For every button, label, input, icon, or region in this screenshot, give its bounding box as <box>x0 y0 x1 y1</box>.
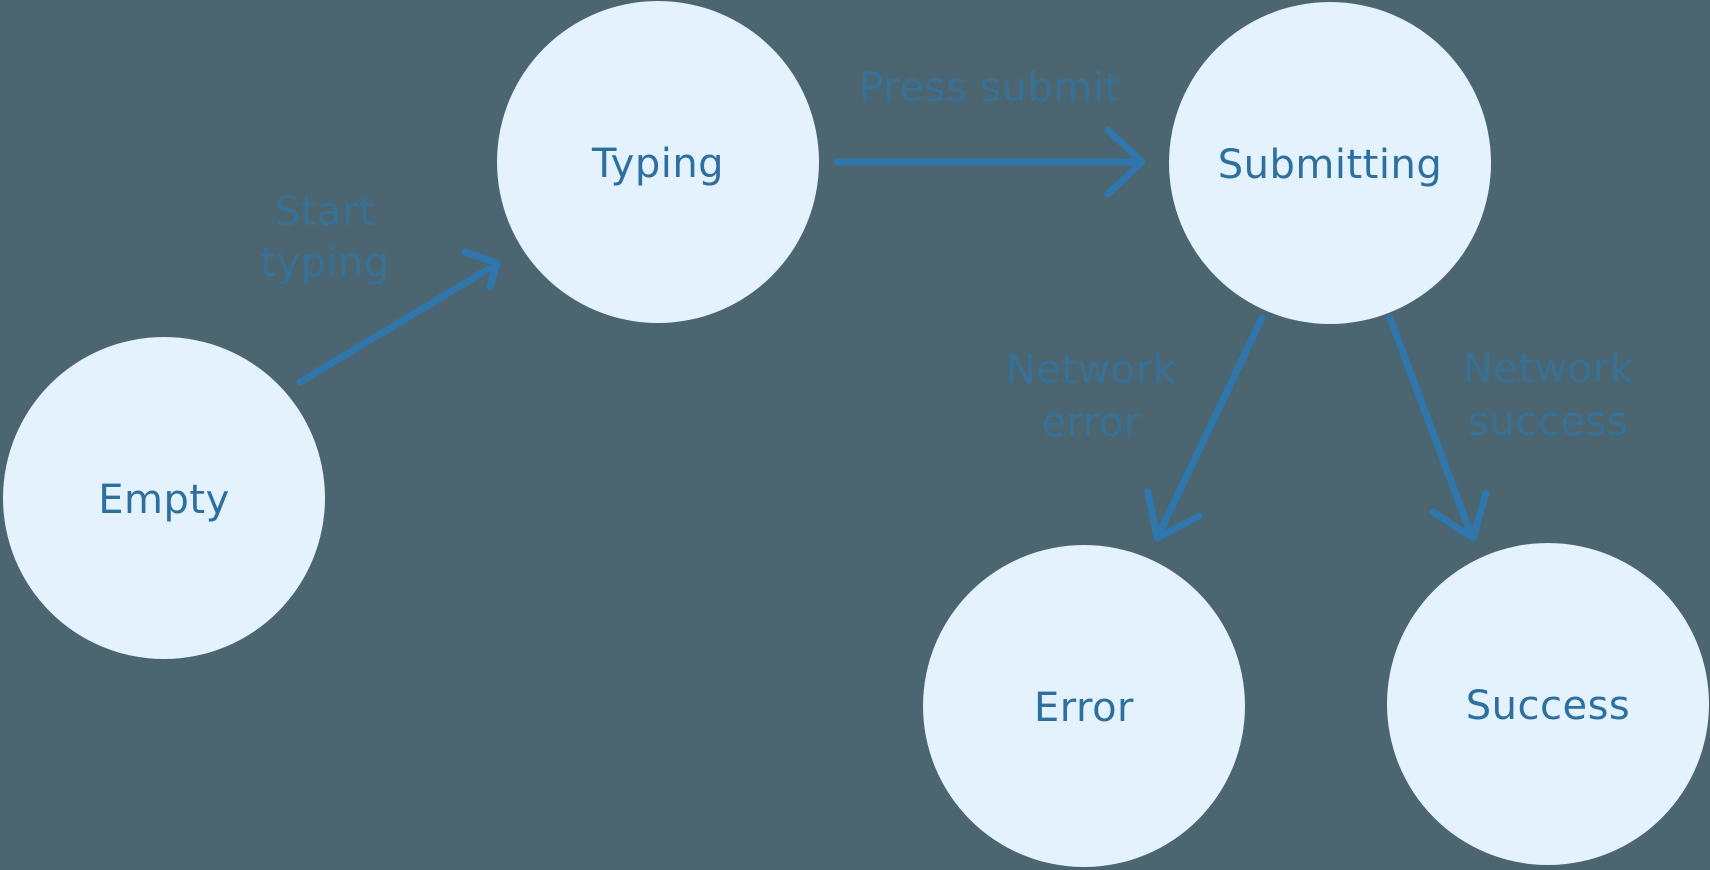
transition-label-network-success-line1: Network <box>1463 346 1634 392</box>
state-circle-error <box>923 545 1245 867</box>
state-circle-empty <box>3 337 325 659</box>
state-node-success: Success <box>1387 543 1709 865</box>
arrow-head-icon <box>461 248 501 291</box>
transition-submitting-to-error: Network error <box>1006 314 1266 542</box>
transition-empty-to-typing: Start typing <box>260 189 501 386</box>
arrow-shaft-network-success <box>1386 314 1474 536</box>
state-node-empty: Empty <box>3 337 325 659</box>
transition-submitting-to-success: Network success <box>1386 314 1634 542</box>
transition-label-start-typing-line2: typing <box>260 240 390 286</box>
transition-label-press-submit: Press submit <box>859 65 1120 111</box>
state-circle-success <box>1387 543 1709 865</box>
transition-typing-to-submitting: Press submit <box>833 65 1146 198</box>
transition-label-start-typing-line1: Start <box>275 189 375 235</box>
arrow-head-icon <box>1104 126 1146 198</box>
arrow-head-icon <box>1429 489 1490 542</box>
state-label-empty: Empty <box>98 477 229 523</box>
state-circle-typing <box>497 1 819 323</box>
arrow-shaft-network-error <box>1156 314 1266 536</box>
state-label-success: Success <box>1466 683 1631 729</box>
state-node-submitting: Submitting <box>1169 2 1491 324</box>
transition-label-network-success-line2: success <box>1468 399 1628 445</box>
arrow-shaft-start-typing <box>296 264 494 386</box>
state-circle-submitting <box>1169 2 1491 324</box>
state-label-typing: Typing <box>591 141 724 187</box>
arrow-head-icon <box>1144 488 1203 542</box>
state-node-error: Error <box>923 545 1245 867</box>
state-node-typing: Typing <box>497 1 819 323</box>
transition-label-network-error-line2: error <box>1041 400 1140 446</box>
state-label-error: Error <box>1034 685 1134 731</box>
state-label-submitting: Submitting <box>1218 142 1442 188</box>
transition-label-network-error-line1: Network <box>1006 347 1177 393</box>
